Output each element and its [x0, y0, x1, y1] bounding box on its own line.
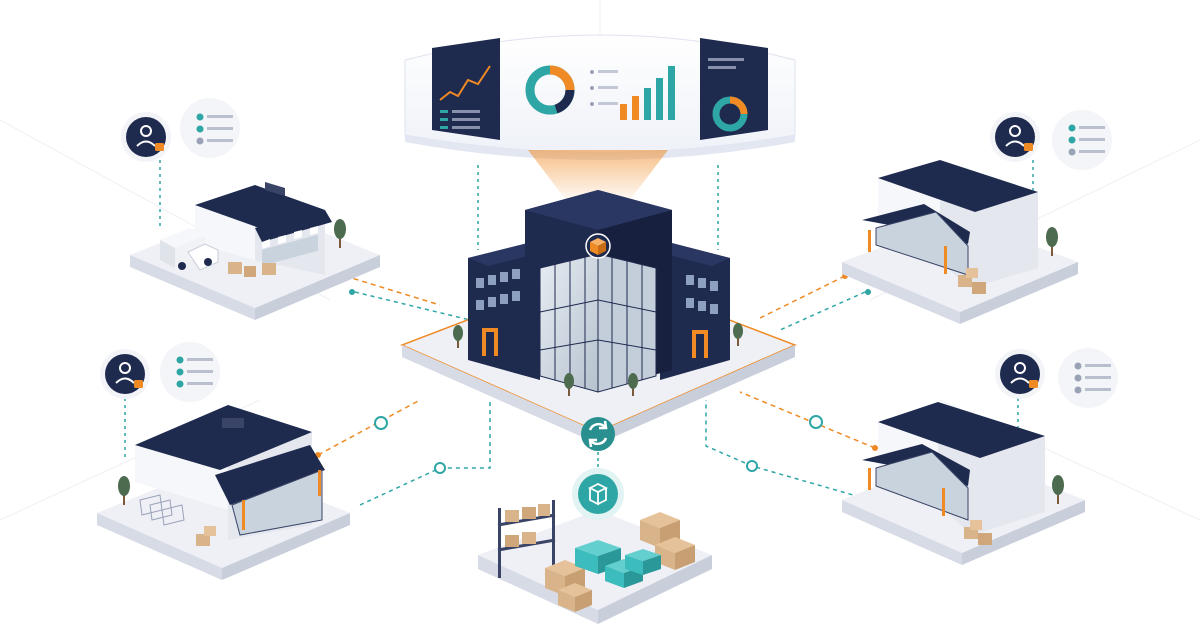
link-store-tr — [759, 275, 846, 319]
link-teal-br — [705, 400, 861, 498]
store-bottom-left — [97, 405, 350, 580]
donut-chart-icon-2 — [712, 96, 748, 132]
cardboard-boxes — [964, 520, 992, 545]
tree-icon — [564, 373, 574, 396]
hub-building — [453, 190, 743, 396]
connector-nodes — [315, 273, 878, 474]
store-top-left — [130, 182, 380, 320]
tree-icon — [733, 323, 743, 346]
cardboard-boxes — [196, 526, 216, 546]
analytics-dashboard — [404, 34, 796, 160]
connection-lines — [124, 160, 1034, 506]
line-chart-icon — [439, 65, 491, 101]
warehouse-contents — [497, 468, 695, 612]
store-top-right — [842, 160, 1078, 324]
cardboard-boxes — [545, 512, 695, 612]
tree-icon — [1052, 475, 1064, 504]
data-beam — [528, 150, 668, 200]
user-icon — [1014, 362, 1026, 374]
tree-icon — [628, 373, 638, 396]
shelf-rack — [497, 500, 556, 578]
cardboard-boxes — [958, 268, 986, 294]
bar-chart-icon — [620, 66, 675, 120]
link-store-tl — [344, 275, 441, 306]
link-teal-bl — [359, 400, 491, 506]
node-ring-right — [809, 415, 823, 429]
node-ring-left — [374, 416, 388, 430]
lock-icon — [134, 380, 143, 388]
lock-icon — [155, 143, 164, 151]
user-icon — [140, 125, 152, 137]
user-badge-top-left[interactable] — [121, 112, 171, 162]
shopping-carts — [139, 494, 185, 526]
tree-icon — [1046, 227, 1058, 256]
user-badge-bottom-left[interactable] — [100, 349, 150, 399]
link-teal-tl — [354, 291, 471, 321]
link-teal-tr — [779, 291, 866, 331]
link-store-br — [739, 391, 876, 449]
package-icon — [572, 468, 624, 520]
store-bottom-right — [842, 402, 1085, 565]
lock-icon — [1029, 380, 1038, 388]
box-icon — [585, 233, 611, 259]
checklist-card-bottom-right — [1058, 348, 1118, 408]
sync-icon[interactable] — [581, 417, 615, 451]
link-store-bl — [317, 399, 421, 456]
checklist-card-bottom-left — [160, 342, 220, 402]
teal-boxes — [575, 540, 661, 588]
tree-icon — [118, 476, 130, 505]
user-icon — [119, 362, 131, 374]
striped-awning — [255, 210, 332, 249]
dashboard-panel-left — [432, 38, 500, 140]
user-badge-bottom-right[interactable] — [995, 349, 1045, 399]
node-ring-right-2 — [746, 460, 758, 472]
lock-icon — [1024, 143, 1033, 151]
donut-chart-icon — [525, 65, 575, 115]
user-badge-top-right[interactable] — [990, 112, 1040, 162]
tree-icon — [334, 219, 346, 248]
node-ring-left-2 — [434, 462, 446, 474]
tree-icon — [453, 325, 463, 348]
checklist-card-top-right — [1052, 110, 1112, 170]
user-icon — [1009, 125, 1021, 137]
checklist-card-top-left — [180, 98, 240, 158]
glass-facade — [539, 253, 599, 393]
cardboard-boxes — [228, 262, 276, 277]
truck-icon — [160, 228, 219, 271]
